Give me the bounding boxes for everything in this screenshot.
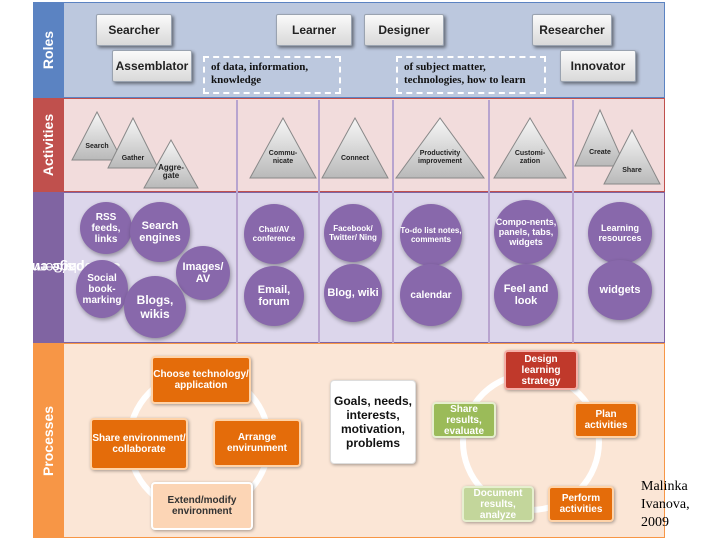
activity-communicate-label: Commu-nicate: [268, 150, 298, 165]
activity-connect-label: Connect: [341, 155, 369, 162]
process-goals: Goals, needs, interests, motivation, pro…: [330, 380, 416, 464]
activities-band-label: Activities: [33, 98, 64, 192]
column-separator: [236, 100, 238, 343]
tools-band-label: Start page environment Tools/Services: [0, 189, 121, 345]
triangle-aggregate: [143, 138, 199, 189]
role-innovator: Innovator: [560, 50, 636, 82]
role-note-data: of data, information, knowledge: [203, 56, 341, 94]
process-arrange-environment: Arrange envirunment: [213, 419, 301, 467]
role-learner: Learner: [276, 14, 352, 46]
tool-rss-label: RSS feeds, links: [91, 211, 121, 245]
tool-widgets-label: widgets: [599, 284, 641, 296]
tool-components: Compo-nents, panels, tabs, widgets: [494, 200, 558, 264]
tool-blog-wiki: Blog, wiki: [324, 264, 382, 322]
activity-aggregate-label: Aggre-gate: [158, 163, 184, 180]
tool-chat-label: Chat/AV conference: [252, 225, 296, 243]
tool-components-label: Compo-nents, panels, tabs, widgets: [495, 217, 557, 247]
tool-blogs-wikis-label: Blogs, wikis: [136, 293, 174, 321]
tool-widgets: widgets: [588, 260, 652, 320]
tool-chat: Chat/AV conference: [244, 204, 304, 264]
tool-calendar-label: calendar: [410, 289, 452, 301]
activity-share-label: Share: [622, 167, 642, 174]
tool-rss: RSS feeds, links: [80, 202, 132, 254]
role-searcher: Searcher: [96, 14, 172, 46]
triangle-search: [71, 110, 123, 161]
tool-calendar: calendar: [400, 264, 462, 326]
process-share-results: Share results, evaluate: [432, 402, 496, 438]
triangle-productivity: [395, 117, 485, 179]
process-share-environment: Share environment/ collaborate: [90, 418, 188, 470]
tool-email-label: Email, forum: [257, 284, 291, 308]
activity-triangles: [71, 108, 661, 189]
process-extend-environment: Extend/modify environment: [151, 482, 253, 530]
roles-band-label: Roles: [33, 2, 64, 98]
column-separator: [572, 100, 574, 343]
activity-productivity-label: Productivity improvement: [418, 150, 462, 165]
tool-learning-resources: Learning resources: [588, 202, 652, 264]
column-separator: [318, 100, 320, 343]
process-choose-technology: Choose technology/ application: [151, 356, 251, 404]
triangle-create: [574, 108, 626, 167]
author-credit: Malinka Ivanova, 2009: [641, 479, 690, 530]
triangle-customization: [493, 117, 567, 179]
role-note-subject: of subject matter, technologies, how to …: [396, 56, 546, 94]
role-designer: Designer: [364, 14, 444, 46]
column-separator: [488, 100, 490, 343]
tool-images-av: Images/ AV: [176, 246, 230, 300]
process-plan-activities: Plan activities: [574, 402, 638, 438]
tool-feel-look-label: Feel and look: [503, 283, 549, 307]
triangle-share: [603, 128, 661, 185]
tool-social-bookmarking-label: Social book-marking: [82, 272, 122, 306]
tool-social-bookmarking: Social book-marking: [76, 260, 128, 318]
triangle-communicate: [249, 116, 317, 179]
tool-images-av-label: Images/ AV: [182, 261, 224, 285]
tool-blogs-wikis: Blogs, wikis: [124, 276, 186, 338]
role-assemblator: Assemblator: [112, 50, 192, 82]
tool-search-engines: Search engines: [130, 202, 190, 262]
tool-feel-look: Feel and look: [494, 264, 558, 326]
tools-label-text: Start page environment Tools/Services: [0, 189, 121, 345]
role-researcher: Researcher: [532, 14, 612, 46]
process-document-results: Document results, analyze: [462, 486, 534, 522]
activity-gather-label: Gather: [121, 155, 145, 162]
tool-todo-label: To-do list notes, comments: [400, 226, 462, 244]
triangle-gather: [107, 116, 159, 169]
tool-facebook-label: Facebook/ Twitter/ Ning: [329, 224, 377, 242]
tool-facebook: Facebook/ Twitter/ Ning: [324, 204, 382, 262]
triangle-connect: [321, 116, 389, 179]
activity-create-label: Create: [589, 149, 611, 156]
tool-email: Email, forum: [244, 266, 304, 326]
process-design-strategy: Design learning strategy: [504, 350, 578, 390]
activity-customization-label: Customi-zation: [514, 150, 546, 165]
tool-learning-resources-label: Learning resources: [598, 223, 642, 243]
process-perform-activities: Perform activities: [548, 486, 614, 522]
column-separator: [392, 100, 394, 343]
tool-blog-wiki-label: Blog, wiki: [327, 287, 379, 299]
tool-search-engines-label: Search engines: [139, 220, 181, 244]
tool-todo: To-do list notes, comments: [400, 204, 462, 266]
processes-band-label: Processes: [33, 343, 64, 538]
activity-search-label: Search: [85, 143, 109, 150]
